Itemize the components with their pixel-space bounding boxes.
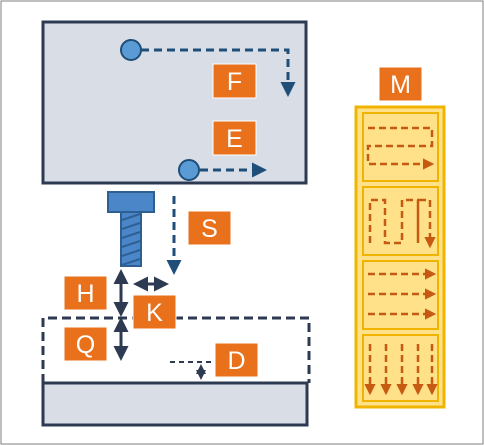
contour-path-icon [366,126,435,170]
base-panel [41,381,309,427]
label-h: H [76,280,94,308]
label-h-box [63,275,108,311]
label-m: M [390,71,411,99]
label-d-box [214,342,259,378]
label-e: E [226,125,243,153]
upper-panel [41,20,308,185]
label-k: K [146,299,163,327]
label-m-box [378,66,423,102]
path-f-arrow [141,48,296,97]
legend-cell-meander [362,186,439,256]
label-f: F [227,68,242,96]
label-f-box [212,63,257,99]
start-node-f [120,39,142,61]
label-k-box [132,294,177,330]
screw-icon [107,191,155,267]
label-d: D [227,347,245,375]
label-q: Q [76,331,95,359]
start-node-e [178,159,200,181]
label-e-box [212,120,257,156]
meander-path-icon [368,198,436,249]
toolpath-legend [354,105,446,409]
label-q-box [63,326,108,362]
legend-cell-vertical [362,334,439,402]
label-s-box [187,210,232,246]
label-s: S [201,215,218,243]
